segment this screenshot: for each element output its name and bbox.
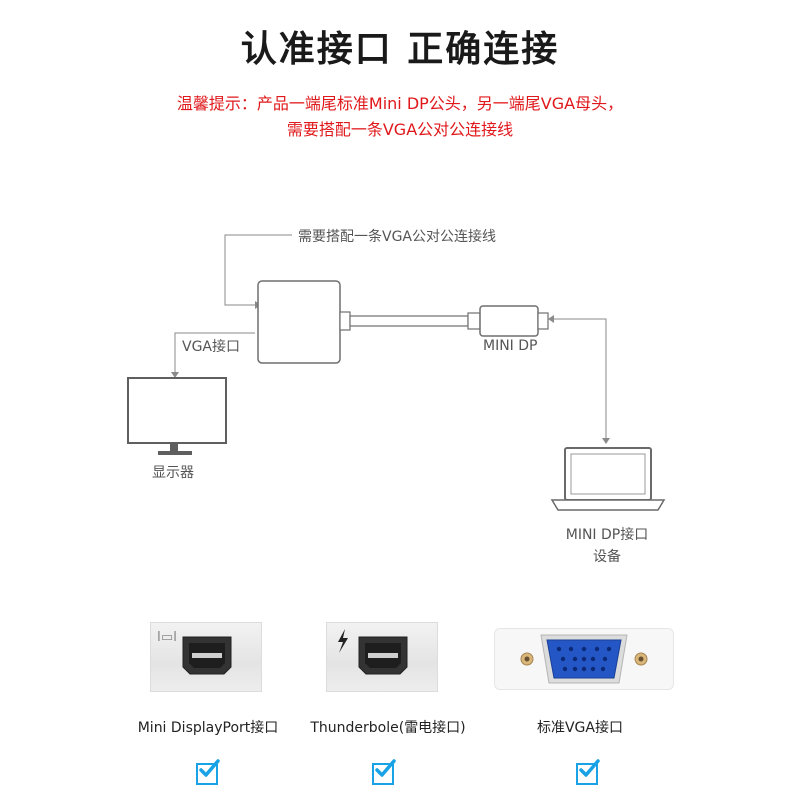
mini-dp-panel: I▭I (150, 622, 262, 692)
device-label-1: MINI DP接口 (565, 527, 649, 543)
vga-port-label: VGA接口 (182, 339, 241, 355)
monitor-label: 显示器 (152, 465, 194, 481)
connection-diagram (127, 234, 666, 511)
vga-port-icon (520, 634, 648, 684)
cable-note-leader (224, 234, 292, 306)
svg-text:I▭I: I▭I (157, 630, 177, 645)
device-leader (554, 318, 607, 438)
tip-line-2: 需要搭配一条VGA公对公连接线 (286, 120, 514, 139)
monitor-icon (127, 377, 227, 444)
adapter-body (257, 280, 341, 364)
vga-panel (494, 628, 674, 690)
minidp-plug (479, 305, 539, 337)
tip-line-1: 温馨提示：产品一端尾标准Mini DP公头，另一端尾VGA母头， (176, 94, 624, 113)
check-icon-mini-dp (196, 759, 220, 785)
cable-note-label: 需要搭配一条VGA公对公连接线 (298, 229, 497, 245)
check-icon-thunderbolt (372, 759, 396, 785)
port-label-thunderbolt: Thunderbole(雷电接口) (310, 720, 466, 736)
thunderbolt-port-icon (338, 629, 408, 675)
check-icon-vga (576, 759, 600, 785)
device-label-2: 设备 (593, 549, 621, 565)
page-title: 认准接口 正确连接 (240, 29, 560, 70)
minidp-label: MINI DP (483, 338, 538, 354)
mini-dp-port-icon: I▭I (157, 630, 232, 675)
port-label-vga: 标准VGA接口 (536, 720, 623, 736)
port-label-mini-dp: Mini DisplayPort接口 (137, 720, 279, 736)
thunderbolt-panel (326, 622, 438, 692)
vga-leader (174, 332, 255, 372)
cable (349, 315, 469, 327)
